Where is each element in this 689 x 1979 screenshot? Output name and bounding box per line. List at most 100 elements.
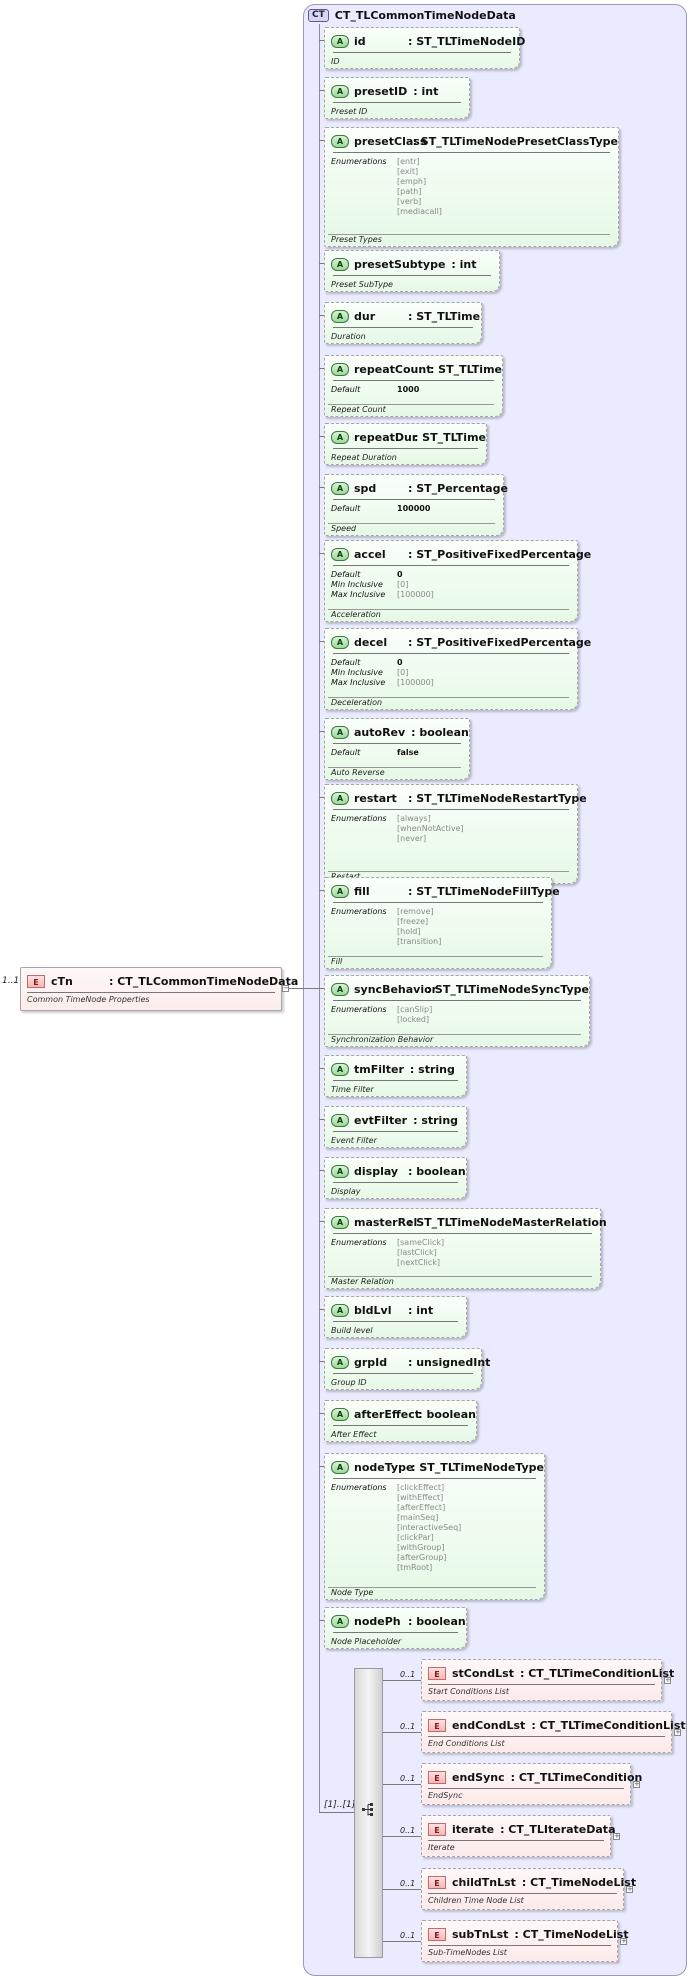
attribute-doc: Repeat Duration xyxy=(331,453,397,462)
attribute-name: fill xyxy=(354,884,370,898)
child-element-type: : CT_TLTimeConditionList xyxy=(519,1666,675,1680)
attribute-type: : ST_TLTime xyxy=(408,309,481,323)
attribute-separator xyxy=(333,275,491,276)
attribute-icon: A xyxy=(331,1062,349,1076)
attribute-doc-separator xyxy=(328,609,569,610)
facet-value: [tmRoot] xyxy=(397,1563,433,1572)
attribute-facet-row: Enumerations[interactiveSeq] xyxy=(331,1523,461,1533)
attribute-doc-separator xyxy=(328,1276,592,1277)
attribute-doc: Fill xyxy=(331,957,343,966)
attribute-facet-row: Enumerations[path] xyxy=(331,187,442,197)
facet-key: Min Inclusive xyxy=(331,668,383,677)
attribute-separator xyxy=(333,1321,458,1322)
attribute-separator xyxy=(333,1425,468,1426)
element-doc: Common TimeNode Properties xyxy=(27,995,150,1004)
child-connector xyxy=(383,1732,421,1733)
child-element-type: : CT_TimeNodeList xyxy=(521,1875,637,1889)
attribute-type: : ST_TLTimeNodeID xyxy=(408,34,526,48)
attribute-type: : ST_TLTimeNodePresetClassType xyxy=(412,134,618,148)
attribute-connector xyxy=(319,140,324,141)
element-ctn[interactable]: E cTn : CT_TLCommonTimeNodeData Common T… xyxy=(20,967,298,1011)
child-element-name: childTnLst xyxy=(452,1875,516,1889)
attribute-name: accel xyxy=(354,547,386,561)
child-multiplicity: 0..1 xyxy=(400,1879,416,1888)
attribute-icon: A xyxy=(331,547,349,561)
facet-key: Enumerations xyxy=(331,1483,387,1492)
attribute-type: : int xyxy=(413,84,439,98)
attribute-separator xyxy=(333,902,543,903)
facet-value: [interactiveSeq] xyxy=(397,1523,462,1532)
attribute-doc-separator xyxy=(328,234,610,235)
attribute-facet-row: Enumerations[afterGroup] xyxy=(331,1553,461,1563)
attribute-name: afterEffect xyxy=(354,1407,421,1421)
expand-toggle-icon[interactable]: + xyxy=(626,1885,633,1893)
attribute-separator xyxy=(333,152,610,153)
facet-value: [freeze] xyxy=(397,917,429,926)
attribute-facet-row: Enumerations[afterEffect] xyxy=(331,1503,461,1513)
expand-toggle-icon[interactable]: + xyxy=(613,1832,620,1840)
expand-toggle-icon[interactable]: + xyxy=(664,1676,671,1684)
attribute-separator xyxy=(333,1233,592,1234)
facet-value: [afterEffect] xyxy=(397,1503,446,1512)
expand-toggle-icon[interactable]: + xyxy=(633,1780,640,1788)
facet-value: [100000] xyxy=(397,590,434,599)
child-element-name: endSync xyxy=(452,1770,505,1784)
attribute-doc: Preset ID xyxy=(331,107,368,116)
attribute-name: decel xyxy=(354,635,388,649)
element-icon: E xyxy=(428,1875,446,1889)
attribute-connector xyxy=(319,1221,324,1222)
attribute-type: : boolean xyxy=(408,1164,466,1178)
attribute-connector xyxy=(319,553,324,554)
attribute-facet-row: Enumerations[verb] xyxy=(331,197,442,207)
expand-toggle-icon[interactable]: + xyxy=(674,1728,681,1736)
attribute-connector xyxy=(319,436,324,437)
attribute-name: id xyxy=(354,34,366,48)
child-element-name: subTnLst xyxy=(452,1927,509,1941)
attribute-name: repeatDur xyxy=(354,430,418,444)
attribute-name: evtFilter xyxy=(354,1113,408,1127)
facet-value: [withEffect] xyxy=(397,1493,444,1502)
attribute-facet-row: Enumerations[never] xyxy=(331,834,464,844)
attribute-doc-separator xyxy=(328,1034,581,1035)
child-multiplicity: 0..1 xyxy=(400,1670,416,1679)
attribute-facet-row: Enumerations[transition] xyxy=(331,937,441,947)
attribute-facet-row: Enumerations[clickPar] xyxy=(331,1533,461,1543)
attribute-icon: A xyxy=(331,635,349,649)
attribute-icon: A xyxy=(331,430,349,444)
collapse-toggle-icon[interactable]: − xyxy=(282,984,289,992)
expand-toggle-icon[interactable]: + xyxy=(620,1937,627,1945)
attribute-doc: Duration xyxy=(331,332,366,341)
attribute-doc: Node Placeholder xyxy=(331,1637,402,1646)
